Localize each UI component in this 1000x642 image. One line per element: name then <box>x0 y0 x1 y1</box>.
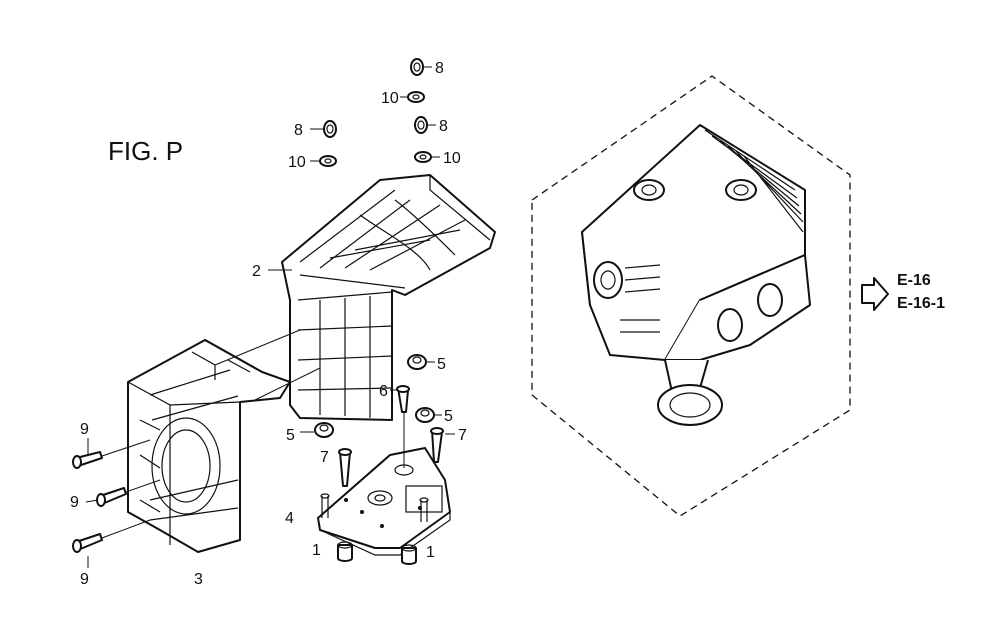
stud-pins <box>320 493 429 522</box>
callout-8-left: 8 <box>294 122 303 139</box>
muffler-assembly <box>581 124 811 426</box>
callout-9-middle: 9 <box>70 494 79 511</box>
callout-10-right: 10 <box>443 150 461 167</box>
callout-4: 4 <box>285 510 294 527</box>
washer-10-right <box>414 151 432 163</box>
reference-label-e16: E-16 <box>897 272 931 289</box>
part-2-guard-frame <box>281 174 496 421</box>
washer-10-top <box>407 91 425 103</box>
nut-5-top <box>407 354 427 370</box>
callout-10-top: 10 <box>381 90 399 107</box>
callout-5-top: 5 <box>437 356 446 373</box>
nut-8-top <box>410 58 424 76</box>
washer-10-left <box>319 155 337 167</box>
nut-8-right <box>414 116 428 134</box>
screw-6 <box>396 385 410 413</box>
callout-8-top: 8 <box>435 60 444 77</box>
callout-7-right: 7 <box>458 427 467 444</box>
callout-1-left: 1 <box>312 542 321 559</box>
screw-7-right <box>430 427 444 463</box>
callout-1-right: 1 <box>426 544 435 561</box>
part-3-bracket <box>127 339 291 553</box>
callout-8-right: 8 <box>439 118 448 135</box>
nut-5-left <box>314 422 334 438</box>
reference-arrow-icon <box>861 277 889 311</box>
part-1-foot-right <box>401 544 417 565</box>
part-1-foot-left <box>337 541 353 562</box>
callout-9-bottom: 9 <box>80 571 89 588</box>
callout-10-left: 10 <box>288 154 306 171</box>
nut-5-middle <box>415 407 435 423</box>
part-4-base-plate <box>317 447 451 556</box>
figure-title: FIG. P <box>108 136 183 166</box>
screw-9-top <box>72 451 103 469</box>
callout-5-middle: 5 <box>444 408 453 425</box>
callout-2: 2 <box>252 263 261 280</box>
screw-9-bottom <box>72 533 103 553</box>
callout-7-left: 7 <box>320 449 329 466</box>
callout-6: 6 <box>379 383 388 400</box>
callout-3: 3 <box>194 571 203 588</box>
muffler-reference-outline <box>531 75 851 517</box>
callout-5-left: 5 <box>286 427 295 444</box>
screw-9-middle <box>96 487 127 507</box>
reference-label-e16-1: E-16-1 <box>897 295 945 312</box>
callout-9-top: 9 <box>80 421 89 438</box>
nut-8-left <box>323 120 337 138</box>
screw-7-left <box>338 448 352 487</box>
